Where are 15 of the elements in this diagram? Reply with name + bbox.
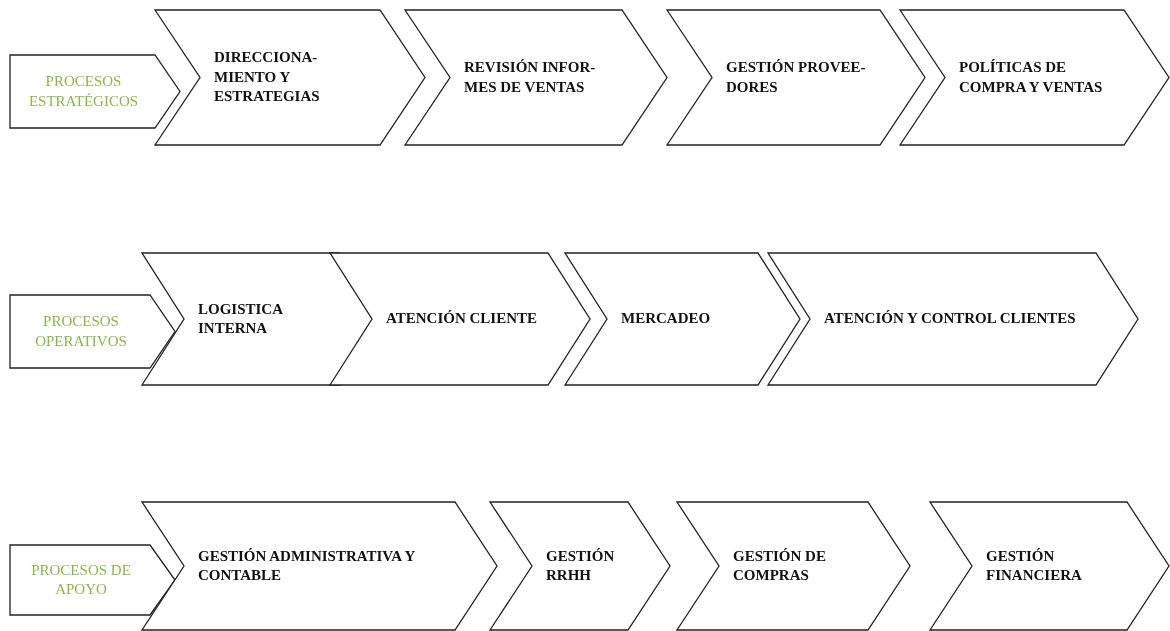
process-label: DIRECCIONA- MIENTO Y ESTRATEGIAS [214, 48, 321, 107]
process-label: GESTIÓN PROVEE- DORES [726, 58, 867, 97]
process-label: POLÍTICAS DE COMPRA Y VENTAS [959, 58, 1104, 97]
category-label: PROCESOS ESTRATÉGICOS [27, 72, 140, 111]
process-label: ATENCIÓN CLIENTE [386, 309, 537, 329]
process-label: ATENCIÓN Y CONTROL CLIENTES [824, 309, 1076, 329]
process-label: REVISIÓN INFOR- MES DE VENTAS [464, 58, 597, 97]
category-label: PROCESOS OPERATIVOS [34, 312, 128, 351]
process-label: GESTIÓN FINANCIERA [986, 546, 1083, 585]
process-label: GESTIÓN DE COMPRAS [733, 546, 827, 585]
process-label: GESTIÓN ADMINISTRATIVA Y CONTABLE [198, 546, 416, 585]
process-label: GESTIÓN RRHH [546, 546, 616, 585]
category-label: PROCESOS DE APOYO [30, 560, 132, 599]
process-label: LOGISTICA INTERNA [198, 299, 284, 338]
process-label: MERCADEO [621, 309, 711, 329]
